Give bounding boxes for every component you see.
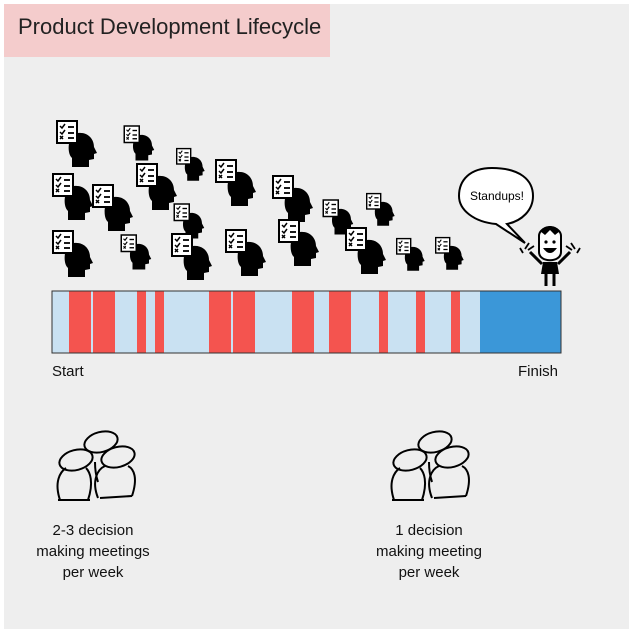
meeting-attendee-icon (175, 147, 206, 182)
decision-meeting-segment (379, 291, 388, 353)
decision-meeting-segment (451, 291, 460, 353)
decision-meeting-segment (209, 291, 231, 353)
meeting-attendee-icon (52, 173, 94, 221)
page-title: Product Development Lifecycle (4, 4, 330, 57)
decision-meeting-segment (69, 291, 91, 353)
attendee-icon-cloud (52, 120, 465, 281)
right-caption: 1 decision making meeting per week (339, 520, 519, 583)
meeting-attendee-icon (272, 175, 314, 223)
meeting-attendee-icon (123, 125, 155, 162)
meeting-attendee-icon (278, 219, 320, 267)
left-caption: 2-3 decision making meetings per week (3, 520, 183, 583)
meeting-attendee-icon (92, 184, 134, 232)
timeline-bar (51, 290, 562, 354)
caption-line: 2-3 decision (52, 522, 134, 539)
speech-bubble: Standups! (457, 166, 535, 244)
meeting-attendee-icon (366, 192, 396, 227)
decision-meeting-segment (292, 291, 314, 353)
meeting-attendee-icon (171, 233, 213, 281)
meeting-attendee-icon (56, 120, 98, 168)
meeting-attendee-icon (345, 227, 387, 275)
meeting-attendee-icon (52, 230, 94, 278)
finish-phase (480, 291, 561, 353)
speech-bubble-text: Standups! (470, 189, 524, 203)
decision-meeting-segment (329, 291, 351, 353)
group-icon (56, 430, 136, 501)
caption-line: making meetings (36, 543, 150, 560)
meeting-attendee-icon (215, 159, 257, 207)
decision-meeting-segment (233, 291, 255, 353)
decision-meeting-segment (93, 291, 115, 353)
caption-line: per week (398, 564, 460, 581)
meeting-attendee-icon (225, 229, 267, 277)
happy-person-icon (519, 226, 581, 286)
timeline-phase (52, 291, 480, 353)
caption-line: per week (62, 564, 124, 581)
meeting-attendee-icon (435, 236, 465, 271)
decision-meeting-segment (155, 291, 164, 353)
group-icon (390, 430, 470, 501)
meeting-attendee-icon (120, 234, 152, 271)
caption-line: making meeting (376, 543, 482, 560)
finish-label: Finish (518, 363, 559, 380)
decision-meeting-segment (137, 291, 146, 353)
meeting-attendee-icon (136, 163, 178, 211)
start-label: Start (52, 363, 84, 380)
caption-line: 1 decision (395, 522, 463, 539)
meeting-attendee-icon (396, 237, 426, 272)
decision-meeting-segment (416, 291, 425, 353)
